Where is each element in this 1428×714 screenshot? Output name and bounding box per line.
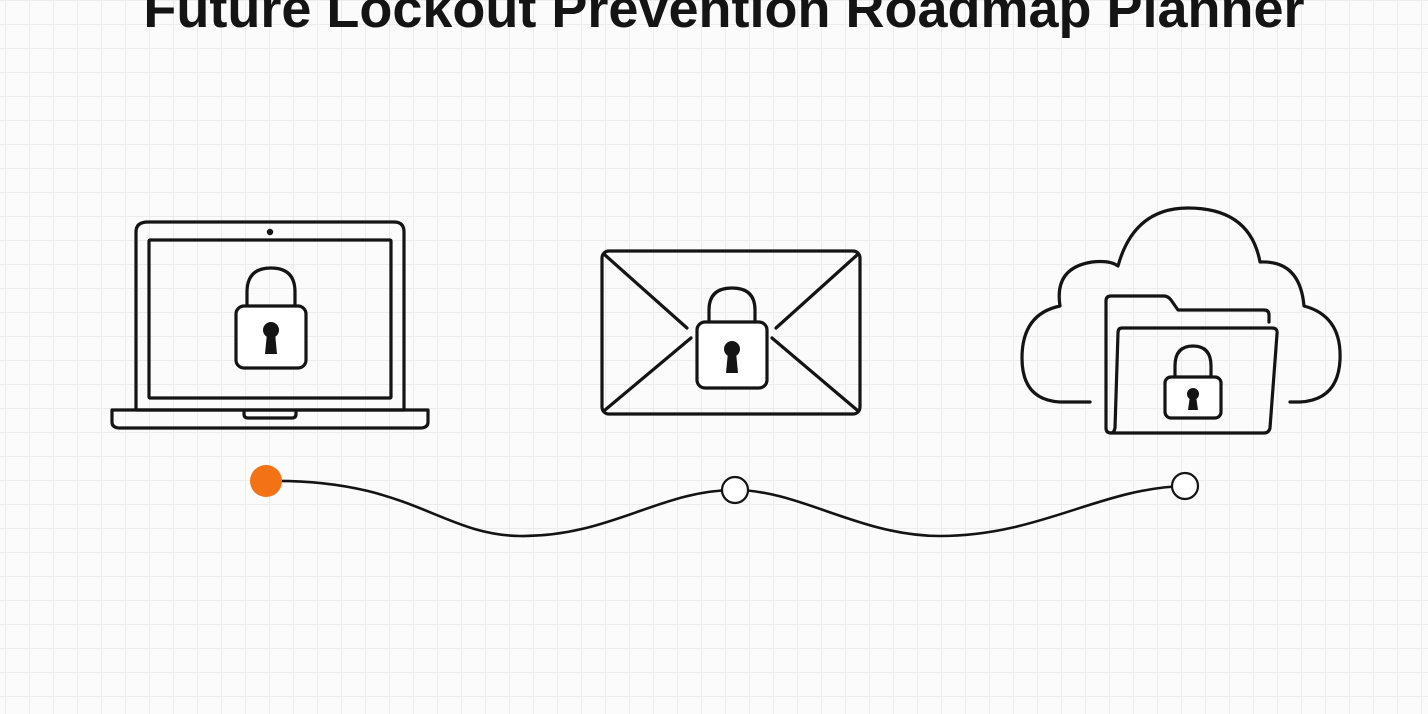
milestone-node[interactable] [720,475,750,505]
padlock-icon [234,266,308,370]
milestone-node-active[interactable] [250,465,282,497]
padlock-icon [1163,344,1223,420]
envelope-lock-icon [600,249,862,416]
cloud-folder-lock-icon [1020,206,1342,435]
laptop-lock-icon [110,220,430,430]
roadmap-timeline [250,465,1200,538]
padlock-icon [695,286,769,390]
milestone-node[interactable] [1170,471,1200,501]
page-title: Future Lockout Prevention Roadmap Planne… [143,0,1305,39]
